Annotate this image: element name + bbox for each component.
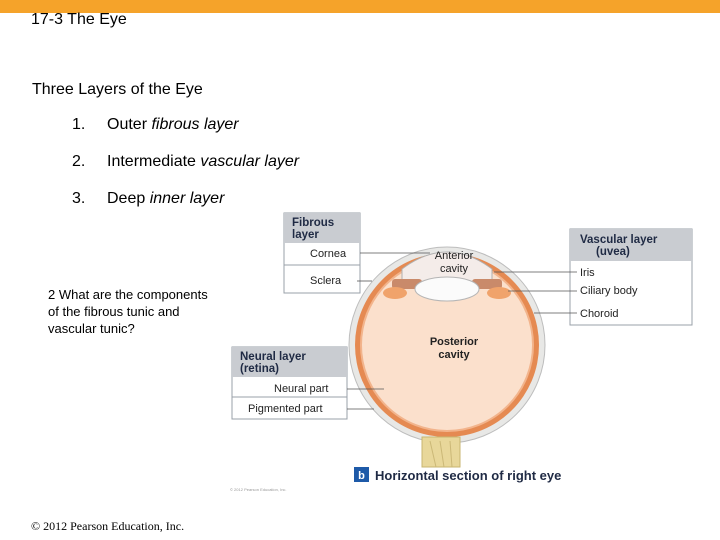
- sclera-label: Sclera: [310, 275, 342, 287]
- list-number: 1.: [72, 116, 86, 133]
- eye-illustration: [348, 246, 546, 468]
- neural-header: (retina): [240, 363, 279, 375]
- pigmented-part-label: Pigmented part: [248, 403, 323, 415]
- review-question: 2 What are the components of the fibrous…: [48, 287, 208, 336]
- section-heading: Three Layers of the Eye: [32, 81, 203, 98]
- neural-layer-box: Neural layer (retina) Neural part Pigmen…: [231, 346, 348, 420]
- fibrous-layer-box: Fibrous layer Cornea Sclera: [283, 212, 361, 294]
- posterior-cavity-label: Posterior: [430, 336, 479, 348]
- optic-nerve-shape: [421, 436, 461, 468]
- ciliary-body-label: Ciliary body: [580, 285, 638, 297]
- ciliary-right-shape: [487, 287, 511, 299]
- posterior-cavity-label: cavity: [438, 349, 470, 361]
- iris-label: Iris: [580, 267, 595, 279]
- vascular-header: (uvea): [596, 246, 630, 258]
- cornea-shape: [401, 251, 493, 286]
- list-item: 3. Deep inner layer: [72, 190, 299, 227]
- vascular-header: Vascular layer: [580, 234, 658, 246]
- list-number: 3.: [72, 190, 86, 207]
- copyright-notice: © 2012 Pearson Education, Inc.: [31, 519, 185, 533]
- lens-shape: [414, 276, 480, 302]
- vascular-layer-box: Vascular layer (uvea) Iris Ciliary body …: [569, 228, 693, 326]
- caption-badge: [354, 467, 369, 482]
- ciliary-left-shape: [383, 287, 407, 299]
- layer-list: 1. Outer fibrous layer 2. Intermediate v…: [72, 116, 299, 227]
- iris-left-shape: [392, 279, 422, 289]
- list-text: Deep inner layer: [107, 190, 225, 207]
- fibrous-header: layer: [292, 229, 319, 241]
- neural-header: Neural layer: [240, 351, 306, 363]
- eye-diagram: Anterior cavity Posterior cavity Fibrous…: [230, 212, 693, 492]
- figure-credit: © 2012 Pearson Education, Inc.: [230, 487, 287, 492]
- caption-letter: b: [358, 470, 365, 482]
- anterior-cavity-label: cavity: [440, 263, 469, 275]
- iris-right-shape: [472, 279, 502, 289]
- list-item: 1. Outer fibrous layer: [72, 116, 299, 153]
- top-accent-bar: [0, 0, 720, 13]
- neural-part-label: Neural part: [274, 383, 328, 395]
- list-item: 2. Intermediate vascular layer: [72, 153, 299, 190]
- figure-caption: Horizontal section of right eye: [375, 468, 561, 483]
- anterior-cavity-label: Anterior: [435, 250, 474, 262]
- choroid-label: Choroid: [580, 308, 619, 320]
- slide-title: 17-3 The Eye: [31, 11, 127, 28]
- fibrous-header: Fibrous: [292, 217, 334, 229]
- list-text: Intermediate vascular layer: [107, 153, 300, 170]
- list-number: 2.: [72, 153, 86, 170]
- cornea-label: Cornea: [310, 248, 347, 260]
- list-text: Outer fibrous layer: [107, 116, 239, 133]
